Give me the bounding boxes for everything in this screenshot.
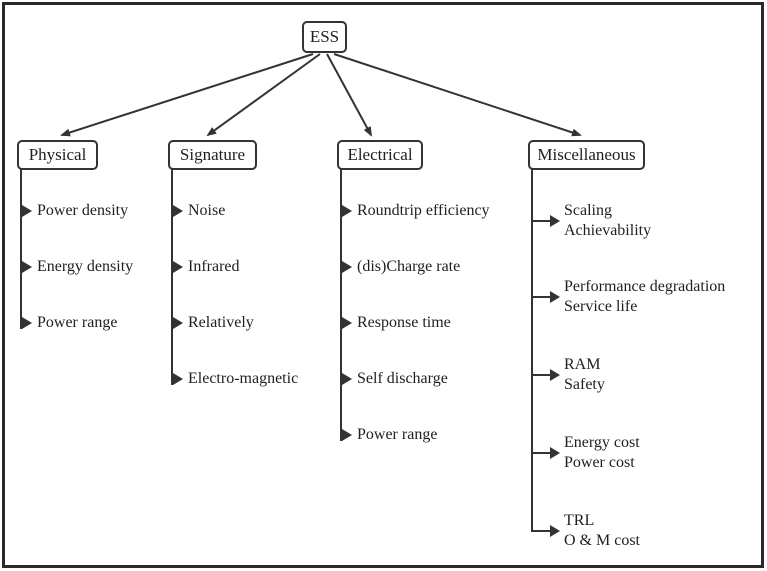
- category-label-signature: Signature: [179, 145, 246, 164]
- arrow-icon: [173, 205, 183, 217]
- arrow-shaft: [531, 530, 551, 532]
- leaf-discharge-rate: (dis)Charge rate: [357, 258, 461, 275]
- category-label-electrical: Electrical: [347, 145, 413, 164]
- category-box-signature: Signature: [168, 140, 257, 170]
- leaf-noise: Noise: [188, 202, 226, 219]
- category-box-physical: Physical: [17, 140, 98, 170]
- category-label-physical: Physical: [28, 145, 87, 164]
- arrow-icon: [22, 261, 32, 273]
- leaf-power-density: Power density: [37, 202, 129, 219]
- arrow-icon: [550, 525, 560, 537]
- stem-electrical: [340, 169, 342, 441]
- arrow-shaft: [531, 374, 551, 376]
- arrow-ess-to-signature: [206, 53, 321, 137]
- arrow-icon: [173, 261, 183, 273]
- leaf-power-range: Power range: [37, 314, 118, 331]
- arrow-icon: [173, 317, 183, 329]
- arrow-icon: [342, 429, 352, 441]
- stem-physical: [20, 169, 22, 329]
- root-node-label: ESS: [309, 27, 340, 46]
- arrow-icon: [550, 369, 560, 381]
- category-box-electrical: Electrical: [337, 140, 423, 170]
- arrow-icon: [342, 317, 352, 329]
- leaf-power-range-electrical: Power range: [357, 426, 438, 443]
- arrow-ess-to-electrical: [326, 53, 372, 137]
- arrow-icon: [342, 261, 352, 273]
- arrow-icon: [173, 373, 183, 385]
- leaf-ram-safety: RAM Safety: [564, 356, 605, 393]
- root-node-ess: ESS: [302, 21, 347, 53]
- arrow-icon: [550, 215, 560, 227]
- leaf-energy-power-cost: Energy cost Power cost: [564, 434, 640, 471]
- arrow-icon: [550, 291, 560, 303]
- arrow-icon: [342, 373, 352, 385]
- stem-signature: [171, 169, 173, 385]
- stem-miscellaneous: [531, 169, 533, 532]
- arrow-shaft: [531, 296, 551, 298]
- leaf-response-time: Response time: [357, 314, 451, 331]
- leaf-energy-density: Energy density: [37, 258, 134, 275]
- leaf-roundtrip-efficiency: Roundtrip efficiency: [357, 202, 490, 219]
- arrow-ess-to-physical: [60, 53, 314, 137]
- arrow-icon: [342, 205, 352, 217]
- arrow-icon: [22, 317, 32, 329]
- leaf-self-discharge: Self discharge: [357, 370, 448, 387]
- arrow-shaft: [531, 220, 551, 222]
- arrow-icon: [22, 205, 32, 217]
- leaf-trl-om-cost: TRL O & M cost: [564, 512, 640, 549]
- leaf-electro-magnetic: Electro-magnetic: [188, 370, 299, 387]
- arrow-shaft: [531, 452, 551, 454]
- leaf-relatively: Relatively: [188, 314, 254, 331]
- leaf-performance-service-life: Performance degradation Service life: [564, 278, 726, 315]
- category-label-miscellaneous: Miscellaneous: [537, 145, 636, 164]
- arrow-ess-to-miscellaneous: [333, 53, 582, 137]
- leaf-infrared: Infrared: [188, 258, 240, 275]
- category-box-miscellaneous: Miscellaneous: [528, 140, 645, 170]
- leaf-scaling-achievability: Scaling Achievability: [564, 202, 652, 239]
- arrow-icon: [550, 447, 560, 459]
